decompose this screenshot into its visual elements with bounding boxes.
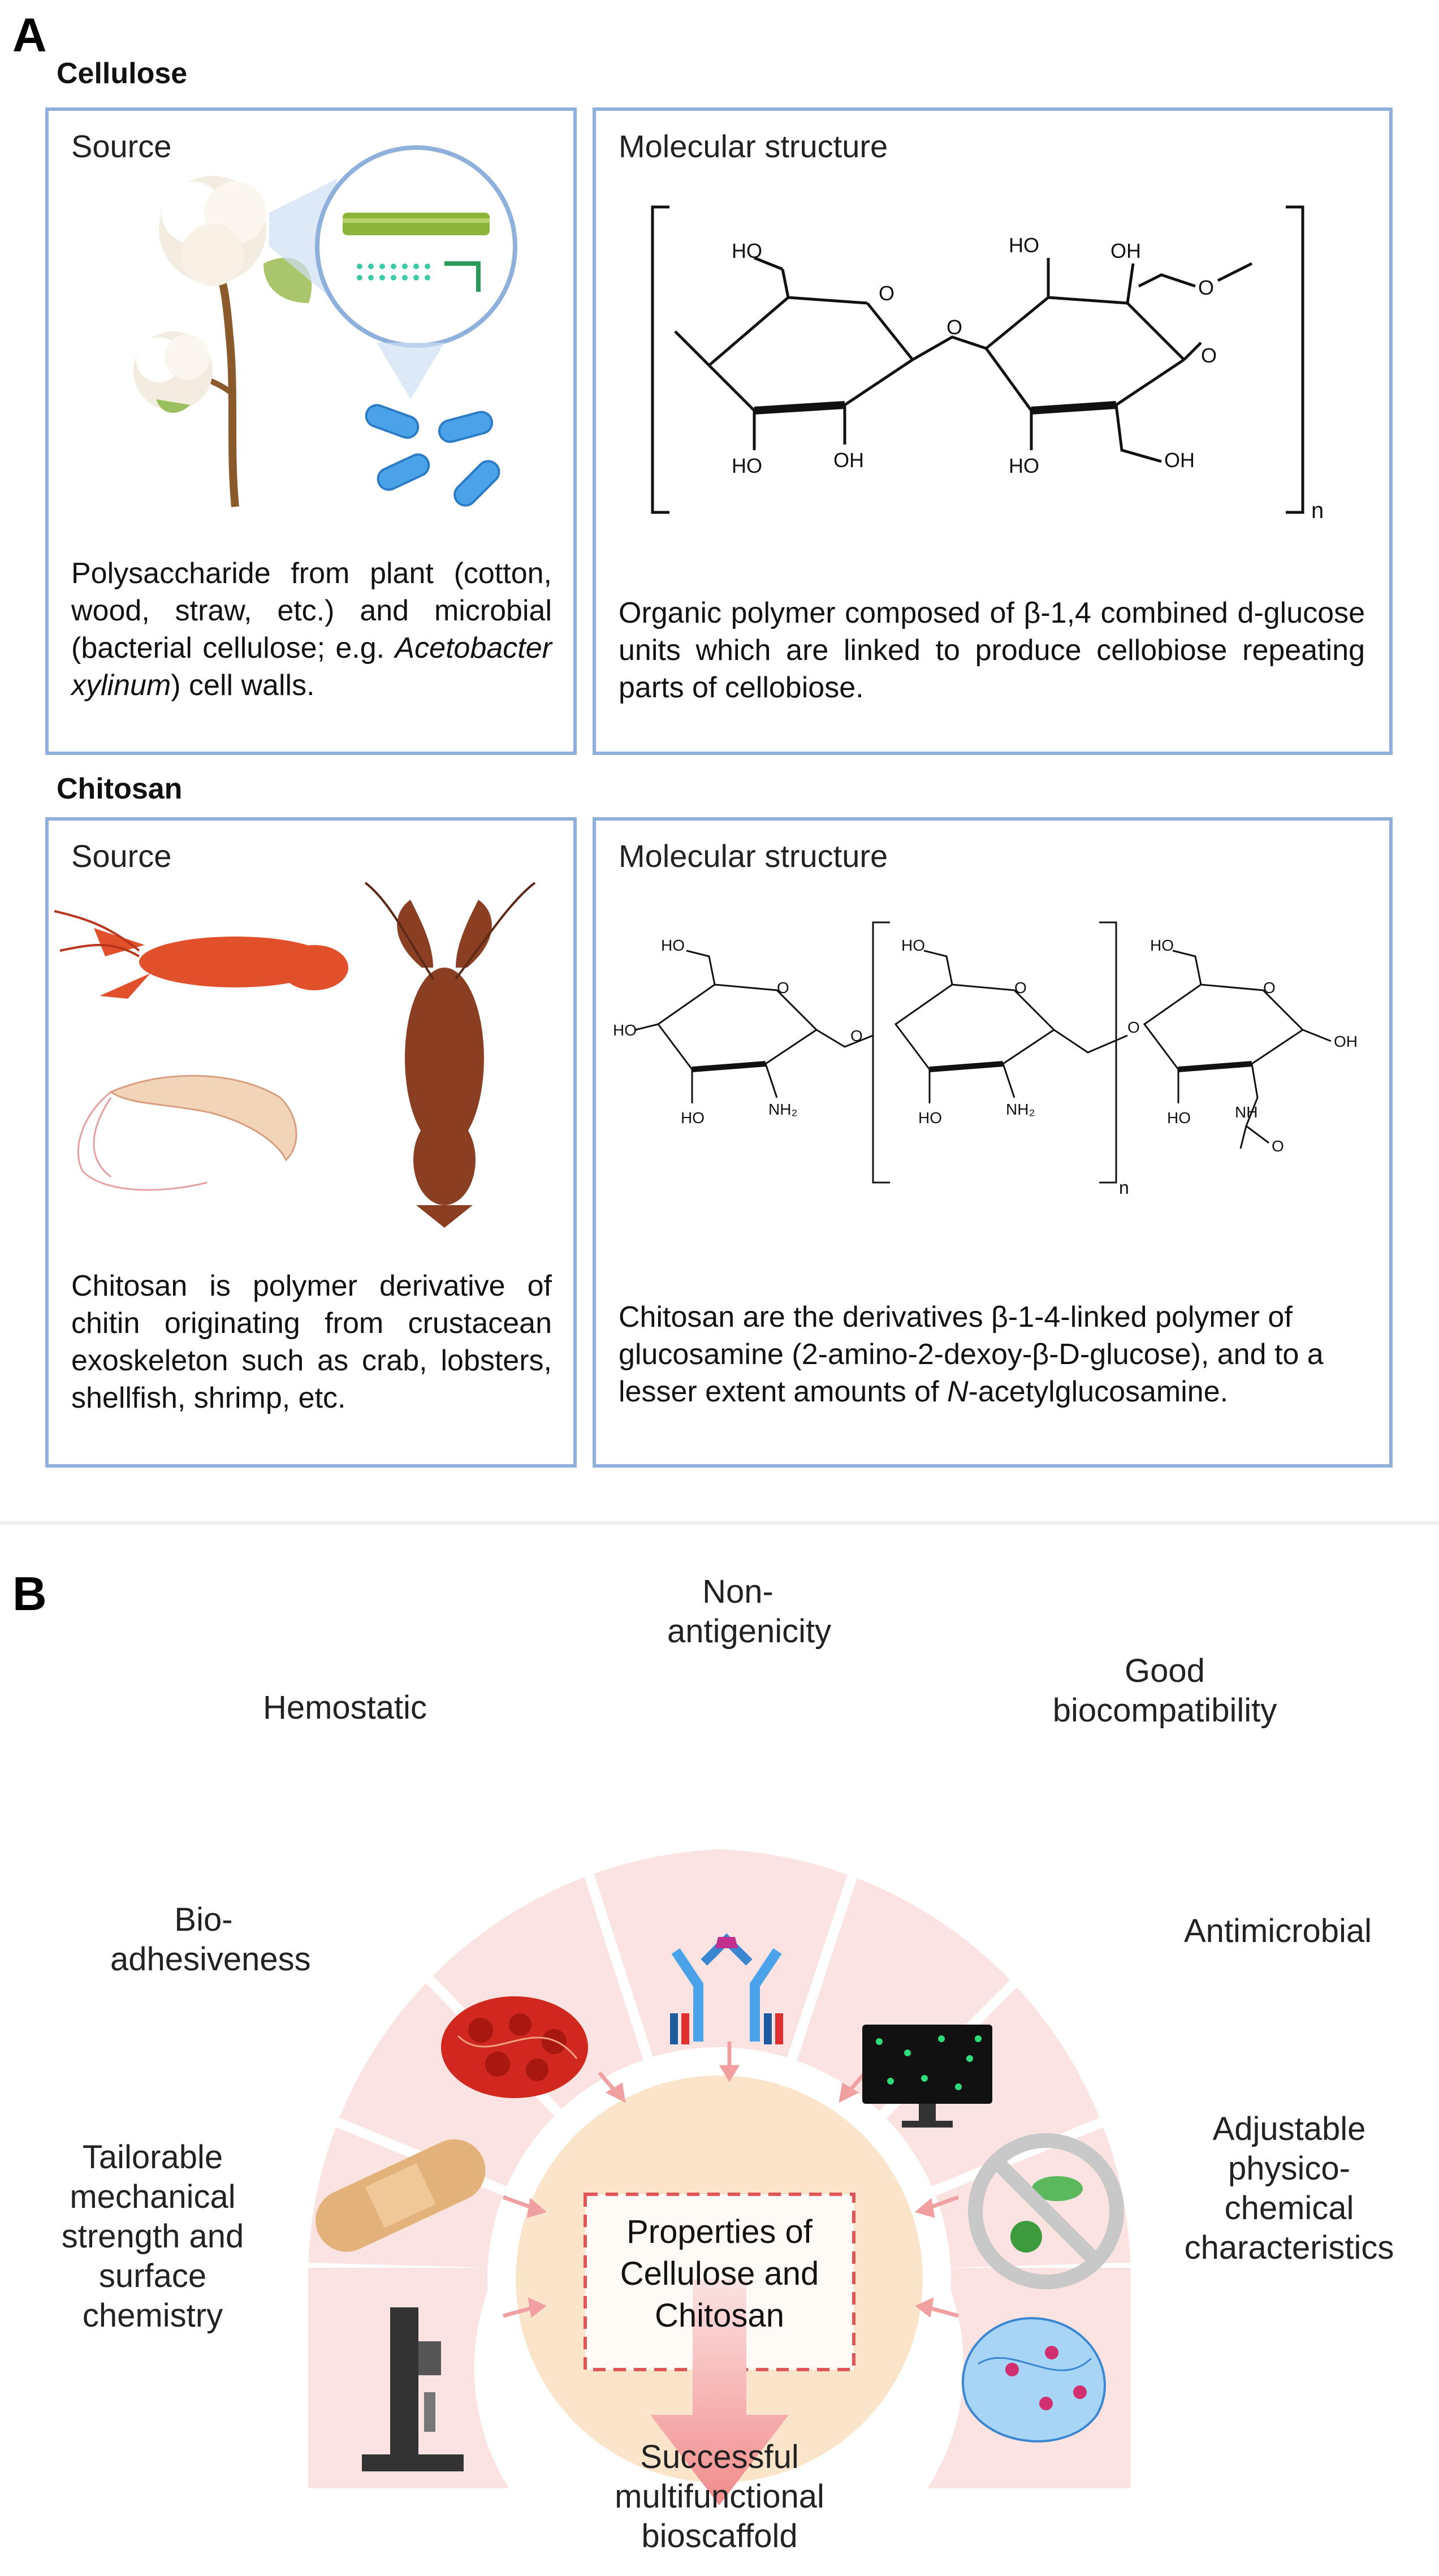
blood-clot-icon <box>441 1996 588 2098</box>
chitosan-molecule-diagram: HO HO O HO NH₂ O HO O HO NH₂ n O HO O OH… <box>613 921 1358 1198</box>
label-hemostatic: Hemostatic <box>262 1689 427 1726</box>
cellulose-title: Cellulose <box>57 57 188 90</box>
chem-label-ho-bot3: HO <box>1009 454 1039 477</box>
down-arrow <box>650 2279 789 2505</box>
cellulose-source-text: Polysaccharide from plant (cotton, wood,… <box>71 555 552 704</box>
cellulose-source-heading: Source <box>71 128 172 164</box>
chitosan-structure-box: Molecular structure <box>593 817 1393 1468</box>
cellulose-structure-text: Organic polymer composed of β-1,4 combin… <box>619 597 1365 704</box>
chitosan-structure-text-part2: -acetylglucosamine. <box>968 1375 1229 1408</box>
svg-text:O: O <box>1201 344 1217 367</box>
chitosan-o-4: O <box>1272 1137 1284 1155</box>
chitosan-o-1: O <box>777 979 789 996</box>
chitosan-structure-text-part1: Chitosan are the derivatives β-1-4-linke… <box>619 1301 1324 1408</box>
chitosan-nh: NH <box>1235 1103 1257 1121</box>
cellulose-source-text-italic: Acetobacter xylinum <box>71 632 552 702</box>
hydrogel-icon <box>962 2317 1106 2443</box>
crustaceans-illustration <box>54 882 536 1228</box>
monitor-icon <box>862 2025 992 2128</box>
svg-text:O: O <box>879 282 894 305</box>
chem-label-oh-3: OH <box>1110 239 1141 262</box>
cellulose-source-text-part1: Polysaccharide from plant (cotton, wood,… <box>71 557 552 665</box>
chitosan-nh2-2: NH₂ <box>1006 1101 1035 1118</box>
chem-label-ho-1: HO <box>732 239 762 262</box>
antibody-icon <box>670 1933 783 2044</box>
bandage-icon <box>316 2139 486 2252</box>
properties-ring-diagram <box>308 1849 1131 2511</box>
chem-label-ho-2: HO <box>1009 234 1039 257</box>
svg-text:O: O <box>947 316 962 339</box>
chitosan-o-link1: O <box>850 1027 863 1045</box>
chem-label-n: n <box>1311 498 1324 523</box>
cellulose-molecule-diagram: HO O HO OH O O O HO OH HO OH n <box>651 205 1324 523</box>
panel-divider <box>0 1521 1439 1525</box>
chitosan-ho-5: HO <box>918 1109 942 1127</box>
chitosan-source-heading: Source <box>71 838 172 874</box>
label-adjustable: Adjustable physico-chemical characterist… <box>1184 2111 1394 2266</box>
label-tailorable: Tailorable mechanical strength and surfa… <box>61 2139 244 2334</box>
chitosan-ho-3: HO <box>681 1109 705 1127</box>
chitosan-source-box: Source Chitosan is polymer derivative of… <box>45 817 577 1468</box>
svg-text:O: O <box>1198 276 1214 299</box>
tensile-tester-icon <box>362 2307 464 2471</box>
no-bacteria-icon <box>968 2133 1124 2289</box>
cellulose-source-text-part2: ) cell walls. <box>171 669 315 702</box>
chitosan-source-text: Chitosan is polymer derivative of chitin… <box>71 1270 552 1414</box>
cotton-plant-illustration <box>133 145 517 507</box>
chitosan-ho-1: HO <box>661 937 685 954</box>
chitosan-ho-2: HO <box>613 1021 637 1039</box>
panel-a-letter: A <box>12 8 47 62</box>
cellulose-source-box: Source <box>45 107 577 755</box>
chitosan-o-2: O <box>1014 979 1027 996</box>
chitosan-title: Chitosan <box>57 773 183 805</box>
chem-label-ho-bot1: HO <box>732 454 762 477</box>
chitosan-nh2-1: NH₂ <box>768 1101 797 1118</box>
chitosan-structure-heading: Molecular structure <box>619 838 888 874</box>
chitosan-oh: OH <box>1334 1033 1358 1050</box>
label-bio-adhesiveness: Bio-adhesiveness <box>110 1901 311 1978</box>
chitosan-ho-6: HO <box>1150 937 1174 954</box>
cellulose-structure-box: Molecular structure <box>593 107 1393 755</box>
chitosan-ho-4: HO <box>901 937 925 954</box>
bottom-outcome-label: Successful multifunctional bioscaffold <box>615 2439 824 2555</box>
cellulose-structure-heading: Molecular structure <box>619 128 888 164</box>
chem-label-oh-bot4: OH <box>1164 448 1195 472</box>
chitosan-structure-text-italic: N <box>947 1375 969 1408</box>
chem-label-oh-bot2: OH <box>833 448 864 472</box>
chitosan-structure-text: Chitosan are the derivatives β-1-4-linke… <box>619 1298 1371 1410</box>
chitosan-ho-7: HO <box>1167 1109 1191 1127</box>
center-label: Properties of Cellulose and Chitosan <box>620 2213 819 2334</box>
label-non-antigenicity: Non-antigenicity <box>667 1573 832 1650</box>
chitosan-n: n <box>1119 1177 1129 1198</box>
label-good-biocompatibility: Good biocompatibility <box>1052 1652 1277 1729</box>
inward-arrows <box>502 2042 960 2318</box>
chitosan-o-3: O <box>1263 979 1276 996</box>
panel-b-letter: B <box>12 1567 47 1620</box>
label-antimicrobial: Antimicrobial <box>1184 1913 1372 1949</box>
chitosan-o-link2: O <box>1127 1019 1140 1036</box>
